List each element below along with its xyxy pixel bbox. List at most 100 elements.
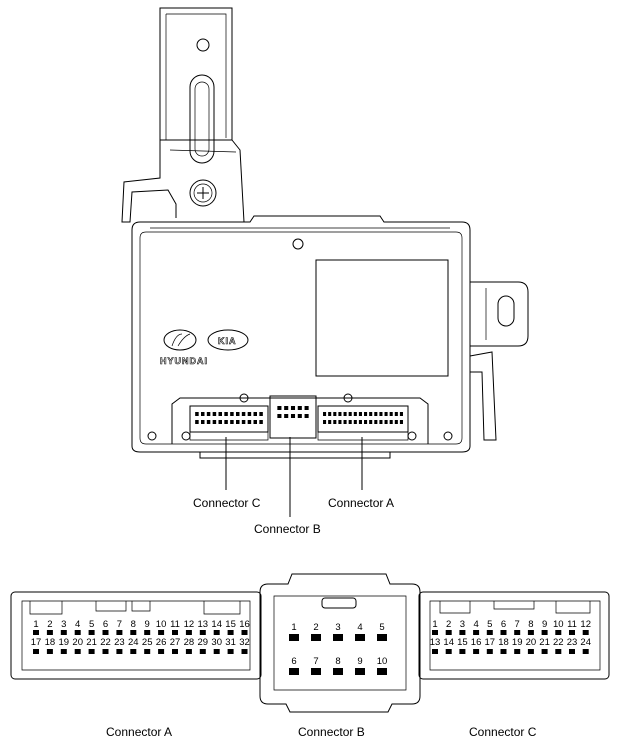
module-c-mini-terminal [218,412,222,416]
module-a-mini-terminal [384,420,388,424]
connector-a-pin-terminal [172,649,178,654]
module-b-mini-terminal [290,414,296,418]
connector-a-pin-terminal [102,630,109,635]
connector-c-pin-label: 10 [553,619,564,630]
connector-c-pin-label: 7 [515,619,520,630]
connector-a-pin-label: 15 [225,619,236,630]
connector-a-pin-terminal [241,630,248,635]
connector-c-pin-label: 15 [457,637,468,648]
connector-a-pin-terminal [102,649,109,654]
connector-b-pin-terminal [311,668,321,675]
module-a-mini-terminal [399,412,403,416]
connector-a-pin-label: 30 [211,637,222,648]
module-a-mini-terminal [379,420,383,424]
connector-c-pin-terminal [541,630,548,635]
module-b-mini-terminal [277,406,282,410]
module-a-mini-terminal [338,412,342,416]
connector-a-pin-terminal [74,630,81,635]
connector-b-pin-label: 7 [313,656,318,667]
connector-c-pin-terminal [582,649,589,654]
module-a-mini-terminal [323,412,327,416]
connector-c-pin-label: 13 [430,637,441,648]
module-a-mini-terminal [374,412,378,416]
module-c-mini-terminal [259,420,263,424]
connector-b-pin-terminal [333,668,343,675]
module-b-mini-terminal [304,414,309,418]
connector-c-pin-label: 20 [526,637,537,648]
module-c-mini-terminal [224,412,228,416]
connector-b-pin-label: 1 [291,622,296,633]
caption-connector-c: Connector C [469,725,537,739]
connector-a-pin-terminal [130,649,137,654]
connector-a-pin-label: 12 [184,619,195,630]
connector-a-pin-terminal [116,630,123,635]
connector-c-pin-label: 9 [542,619,547,630]
connector-c-pin-terminal [445,630,452,635]
connector-c-pin-terminal [514,630,521,635]
module-pins-b [277,406,309,418]
module-c-mini-terminal [253,412,257,416]
module-a-mini-terminal [389,420,393,424]
mounting-bracket [121,7,245,223]
module-a-mini-terminal [328,412,332,416]
connector-b-pin-terminal [289,634,299,641]
module-b-mini-terminal [304,406,309,410]
module-b-mini-terminal [297,414,302,418]
connector-a-pin-label: 3 [61,619,66,630]
module-b-mini-terminal [284,406,289,410]
connector-b-pin-label: 6 [291,656,296,667]
connector-c-pin-terminal [527,649,534,654]
connector-a-pin-terminal [116,649,123,654]
caption-connector-b: Connector B [298,725,365,739]
module-a-mini-terminal [369,412,373,416]
connector-a-pin-terminal [199,649,206,654]
module-a-mini-terminal [323,420,327,424]
connector-c-pin-terminal [514,649,521,654]
module-a-mini-terminal [328,420,332,424]
module-a-mini-terminal [374,420,378,424]
connector-c-pin-terminal [555,649,562,654]
connector-a-pin-label: 31 [225,637,236,648]
module-connector-header [171,395,429,459]
module-c-mini-terminal [241,412,246,416]
connector-a-pin-terminal [185,649,192,654]
module-a-mini-terminal [338,420,342,424]
module-a-mini-terminal [394,412,398,416]
module-c-mini-terminal [241,420,246,424]
module-c-mini-terminal [230,420,234,424]
module-c-mini-terminal [201,412,205,416]
connector-a-pin-terminal [60,649,67,654]
connector-c-pin-terminal [473,630,480,635]
module-c-mini-terminal [247,412,252,416]
connector-a-pin-label: 23 [114,637,125,648]
connector-a-pin-terminal [227,649,234,654]
caption-connector-a: Connector A [106,725,172,739]
connector-c-pin-label: 22 [553,637,564,648]
connector-c-pin-label: 16 [471,637,482,648]
connector-a-pin-terminal [185,630,192,635]
connector-a-pin-label: 4 [75,619,80,630]
connector-c-pin-label: 5 [487,619,492,630]
hyundai-logo-text: HYUNDAI [160,356,208,366]
connector-c-pin-label: 19 [512,637,523,648]
module-illustration: KIA HYUNDAI Connector C Connector B Conn… [121,7,529,536]
module-a-mini-terminal [384,412,388,416]
module-a-mini-terminal [348,420,352,424]
module-c-mini-terminal [236,412,240,416]
connector-c-pin-label: 8 [528,619,533,630]
connector-a-pin-label: 18 [45,637,56,648]
connector-c-pin-label: 14 [443,637,454,648]
connector-b-pin-terminal [377,668,387,675]
connector-a-pin-terminal [158,630,165,635]
connector-a-pin-label: 2 [47,619,52,630]
module-a-mini-terminal [364,412,368,416]
connector-c-pin-terminal [486,649,493,654]
connector-a-pin-label: 20 [72,637,83,648]
connector-a-pin-label: 8 [131,619,136,630]
module-c-mini-terminal [218,420,222,424]
connector-c-pin-terminal [432,630,438,635]
connector-b-pin-label: 8 [335,656,340,667]
